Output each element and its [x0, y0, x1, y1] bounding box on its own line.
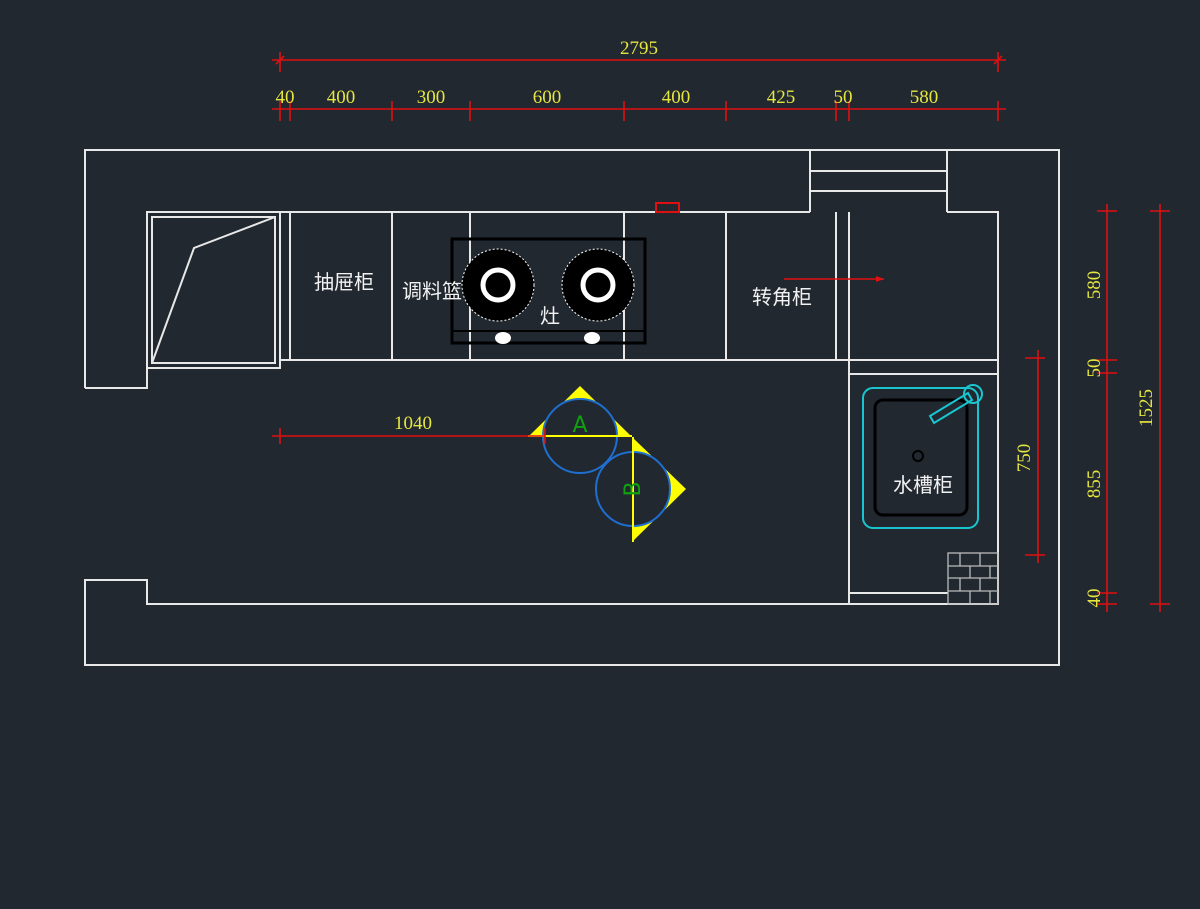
- svg-text:580: 580: [910, 87, 939, 108]
- dimension-right-total[interactable]: 1525: [1136, 204, 1170, 612]
- sink-icon[interactable]: [862, 384, 983, 529]
- svg-text:580: 580: [1084, 271, 1105, 300]
- drawer-cabinet-label: 抽屉柜: [314, 270, 374, 294]
- sink-cabinet-label: 水槽柜: [893, 473, 953, 497]
- walls: [84, 149, 1060, 666]
- svg-text:425: 425: [767, 87, 796, 108]
- svg-text:300: 300: [417, 87, 446, 108]
- dimension-distance-a[interactable]: 1040: [272, 413, 546, 444]
- svg-text:855: 855: [1084, 470, 1105, 499]
- zone-b[interactable]: B: [595, 437, 686, 542]
- svg-text:600: 600: [533, 87, 562, 108]
- svg-text:50: 50: [1084, 359, 1105, 378]
- outlet-marker: [655, 202, 680, 213]
- svg-text:40: 40: [1084, 589, 1105, 608]
- svg-text:1525: 1525: [1136, 389, 1157, 427]
- brick-column: [947, 552, 999, 605]
- refrigerator[interactable]: [146, 211, 281, 369]
- svg-text:40: 40: [276, 87, 295, 108]
- stove-icon[interactable]: [450, 237, 647, 345]
- dimension-top-segments[interactable]: 40 400 300 600 400 425 50 580: [272, 87, 1006, 121]
- dimension-right-segments[interactable]: 580 50 855 40: [1084, 204, 1117, 612]
- dimension-top-total[interactable]: 2795: [272, 38, 1006, 72]
- dimension-sink-height[interactable]: 750: [1014, 350, 1045, 563]
- zone-b-label: B: [621, 481, 646, 496]
- svg-text:750: 750: [1014, 444, 1035, 473]
- spice-basket-label: 调料篮: [402, 279, 462, 303]
- window: [809, 150, 948, 212]
- zone-a-label: A: [572, 413, 587, 438]
- svg-text:2795: 2795: [620, 38, 658, 59]
- svg-text:50: 50: [834, 87, 853, 108]
- corner-cabinet-label: 转角柜: [752, 285, 812, 309]
- arrow-head-icon: [876, 276, 884, 282]
- svg-text:400: 400: [327, 87, 356, 108]
- zone-a[interactable]: A: [528, 386, 632, 474]
- stove-label: 灶: [540, 304, 560, 328]
- cabinet-run[interactable]: [280, 212, 998, 604]
- svg-text:1040: 1040: [394, 413, 432, 434]
- svg-text:400: 400: [662, 87, 691, 108]
